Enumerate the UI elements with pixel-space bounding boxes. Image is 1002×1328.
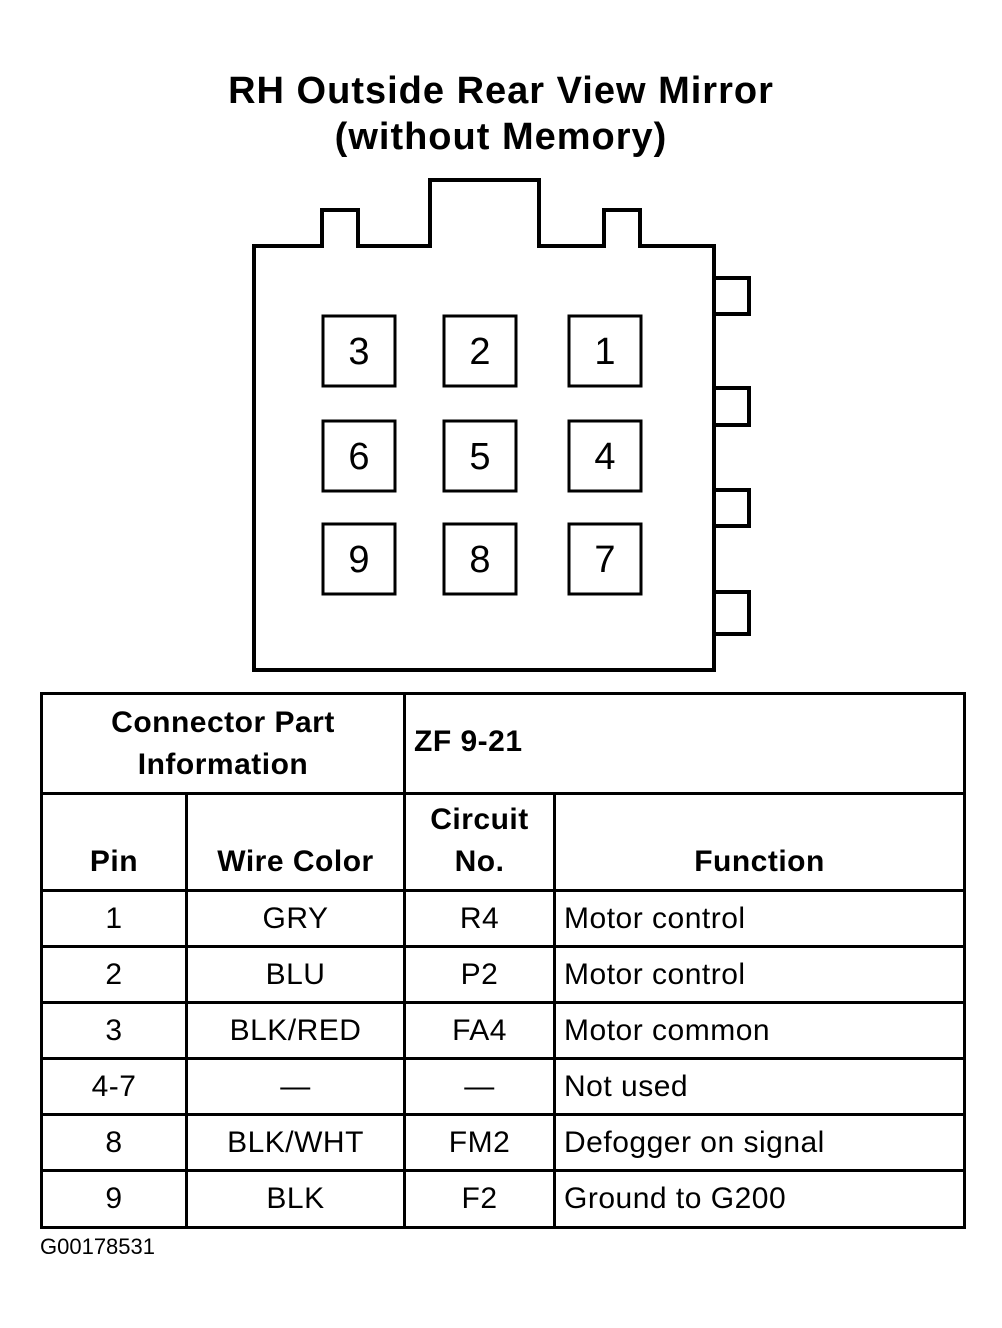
cell-circuit: FA4 <box>403 1001 557 1060</box>
header-row: Pin Wire Color Circuit No. Function <box>40 792 967 892</box>
cell-wire-color: BLK/WHT <box>184 1113 407 1172</box>
side-tab-1 <box>714 276 751 316</box>
pin-cavity-4: 4 <box>567 419 643 493</box>
pin-number-label: 7 <box>594 539 615 581</box>
table-row: 3 BLK/RED FA4 Motor common <box>40 1001 967 1060</box>
header-wire-color: Wire Color <box>184 792 407 892</box>
cell-circuit: — <box>403 1057 557 1116</box>
cell-wire-color: BLU <box>184 945 407 1004</box>
figure-code: G00178531 <box>40 1234 155 1259</box>
pin-cavity-box <box>442 419 518 493</box>
table-row: 8 BLK/WHT FM2 Defogger on signal <box>40 1113 967 1172</box>
header-circuit-line2: No. <box>454 845 505 878</box>
header-circuit-no: Circuit No. <box>403 792 557 892</box>
pin-cavity-box <box>321 314 397 388</box>
pin-number-label: 4 <box>594 436 615 478</box>
header-pin: Pin <box>40 792 188 892</box>
pin-number-label: 9 <box>348 539 369 581</box>
pin-cavity-8: 8 <box>442 522 518 596</box>
cell-function: Defogger on signal <box>553 1113 967 1172</box>
cell-function: Ground to G200 <box>553 1169 967 1229</box>
cell-pin: 4-7 <box>40 1057 188 1116</box>
pin-number-label: 8 <box>469 539 490 581</box>
pin-cavity-9: 9 <box>321 522 397 596</box>
pin-cavity-6: 6 <box>321 419 397 493</box>
cell-pin: 3 <box>40 1001 188 1060</box>
cell-function: Motor control <box>553 945 967 1004</box>
pin-number-label: 6 <box>348 436 369 478</box>
cell-pin: 8 <box>40 1113 188 1172</box>
connector-face-diagram: 3 2 1 6 5 4 9 8 7 <box>252 178 751 672</box>
cell-wire-color: GRY <box>184 889 407 948</box>
pin-cavity-7: 7 <box>567 522 643 596</box>
pin-cavity-box <box>567 314 643 388</box>
header-circuit-line1: Circuit <box>430 803 529 836</box>
pin-cavity-5: 5 <box>442 419 518 493</box>
pin-number-label: 3 <box>348 331 369 373</box>
cell-circuit: F2 <box>403 1169 557 1229</box>
table-row: 2 BLU P2 Motor control <box>40 945 967 1004</box>
side-tab-2 <box>714 386 751 427</box>
table-row: 9 BLK F2 Ground to G200 <box>40 1169 967 1229</box>
diagram-title: RH Outside Rear View Mirror <box>228 70 774 112</box>
part-info-value: ZF 9-21 <box>403 692 967 795</box>
pin-cavity-box <box>442 314 518 388</box>
cell-circuit: FM2 <box>403 1113 557 1172</box>
cell-function: Motor control <box>553 889 967 948</box>
side-tab-4 <box>714 590 751 636</box>
table-row: 4-7 — — Not used <box>40 1057 967 1116</box>
pin-cavity-1: 1 <box>567 314 643 388</box>
pin-cavity-box <box>321 419 397 493</box>
cell-wire-color: — <box>184 1057 407 1116</box>
pin-cavity-box <box>321 522 397 596</box>
pin-cavity-3: 3 <box>321 314 397 388</box>
side-tab-3 <box>714 488 751 528</box>
cell-pin: 1 <box>40 889 188 948</box>
pin-cavity-box <box>567 419 643 493</box>
diagram-subtitle: (without Memory) <box>334 116 668 158</box>
pin-number-label: 2 <box>469 331 490 373</box>
pin-number-label: 1 <box>594 331 615 373</box>
cell-circuit: R4 <box>403 889 557 948</box>
cell-function: Motor common <box>553 1001 967 1060</box>
cell-function: Not used <box>553 1057 967 1116</box>
part-info-label: Connector Part Information <box>39 692 407 795</box>
cell-pin: 9 <box>40 1169 188 1229</box>
part-info-row: Connector Part Information ZF 9-21 <box>39 692 967 795</box>
cell-pin: 2 <box>40 945 188 1004</box>
table-row: 1 GRY R4 Motor control <box>40 889 967 948</box>
cell-wire-color: BLK/RED <box>184 1001 407 1060</box>
pin-cavity-box <box>567 522 643 596</box>
cell-circuit: P2 <box>403 945 557 1004</box>
cell-wire-color: BLK <box>184 1169 407 1229</box>
side-latch-tabs <box>714 276 751 636</box>
pin-cavity-box <box>442 522 518 596</box>
connector-pin-table: Connector Part Information ZF 9-21 Pin W… <box>39 692 967 1229</box>
part-info-label-line1: Connector Part <box>111 705 335 739</box>
pin-number-label: 5 <box>469 436 490 478</box>
header-function: Function <box>553 792 967 892</box>
pin-cavity-2: 2 <box>442 314 518 388</box>
part-info-label-line2: Information <box>137 747 309 781</box>
